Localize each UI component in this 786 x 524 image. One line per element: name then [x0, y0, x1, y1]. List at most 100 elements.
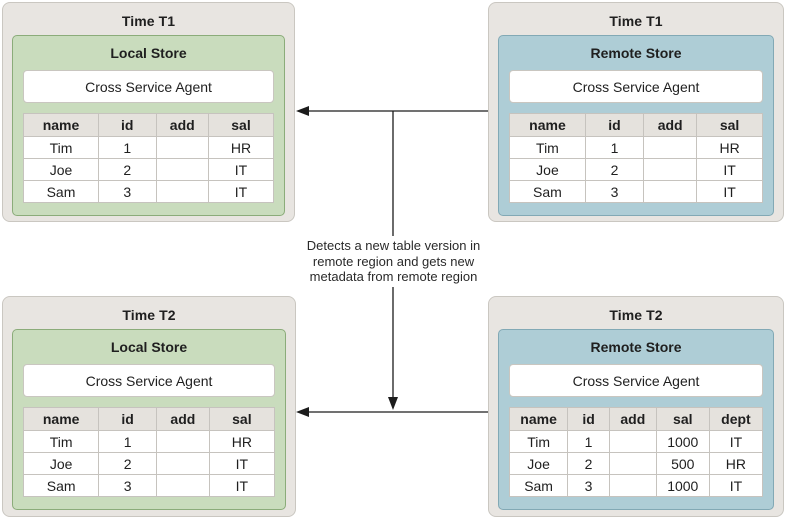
- annotation-line: Detects a new table version in: [306, 238, 481, 253]
- remote-store-box: Remote Store Cross Service Agent name id…: [498, 35, 774, 216]
- store-table: name id add sal Tim 1 HR Joe: [23, 113, 274, 203]
- store-table: name id add sal Tim 1 HR Joe: [22, 407, 276, 497]
- annotation-line: metadata from remote region: [309, 269, 478, 284]
- cell: 1: [98, 430, 158, 453]
- col-header: add: [155, 113, 209, 137]
- cell: [155, 136, 209, 159]
- cell: 2: [567, 452, 610, 475]
- store-title: Local Store: [110, 339, 188, 355]
- cell: [155, 180, 209, 203]
- store-table: name id add sal Tim 1 HR Joe: [509, 113, 763, 203]
- panel-t2-local-store: Time T2 Local Store Cross Service Agent …: [2, 296, 296, 517]
- cell: Joe: [23, 158, 99, 181]
- col-header: add: [643, 113, 698, 137]
- local-store-box: Local Store Cross Service Agent name id …: [12, 35, 285, 216]
- cell: 2: [584, 158, 645, 181]
- annotation-line: remote region and gets new: [312, 253, 475, 269]
- cell: 1: [567, 430, 610, 453]
- remote-store-box: Remote Store Cross Service Agent name id…: [498, 329, 774, 510]
- cell: Sam: [22, 474, 100, 497]
- cell: Tim: [22, 430, 100, 453]
- cell: Tim: [23, 136, 99, 159]
- table-row: Joe 2 500 HR: [508, 452, 764, 475]
- col-header: id: [98, 113, 157, 137]
- t1-left-arrow: [296, 106, 488, 116]
- cross-service-agent-box: Cross Service Agent: [509, 70, 763, 103]
- cell: 2: [98, 452, 158, 475]
- cell: 2: [98, 158, 157, 181]
- col-header: add: [156, 407, 210, 431]
- col-header: add: [608, 407, 657, 431]
- cross-service-agent-box: Cross Service Agent: [23, 70, 274, 103]
- cell: [643, 136, 698, 159]
- cell: 1: [98, 136, 157, 159]
- cell: 3: [584, 180, 645, 203]
- table-row: Sam 3 IT: [22, 474, 276, 497]
- table-row: Tim 1 1000 IT: [508, 430, 764, 453]
- col-header: sal: [208, 113, 274, 137]
- col-header: sal: [208, 407, 276, 431]
- time-label: Time T2: [122, 307, 176, 323]
- annotation-text: Detects a new table version in remote re…: [286, 236, 501, 287]
- cell: IT: [696, 158, 763, 181]
- table-row: Tim 1 HR: [509, 136, 763, 159]
- col-header: dept: [708, 407, 764, 431]
- cell: IT: [696, 180, 763, 203]
- table-row: Sam 3 IT: [23, 180, 274, 203]
- col-header: sal: [655, 407, 710, 431]
- cross-service-agent-box: Cross Service Agent: [509, 364, 763, 397]
- cell: Joe: [509, 158, 586, 181]
- table-row: Sam 3 IT: [509, 180, 763, 203]
- t2-left-arrow: [296, 407, 488, 417]
- table-header-row: name id add sal dept: [508, 407, 764, 431]
- cell: HR: [208, 430, 276, 453]
- cell: IT: [708, 430, 764, 453]
- cell: Sam: [23, 180, 99, 203]
- table-row: Joe 2 IT: [23, 158, 274, 181]
- table-row: Joe 2 IT: [22, 452, 276, 475]
- cell: 3: [98, 474, 158, 497]
- store-title: Remote Store: [590, 339, 682, 355]
- cell: Joe: [22, 452, 100, 475]
- cross-service-agent-box: Cross Service Agent: [23, 364, 275, 397]
- cell: 1000: [655, 430, 710, 453]
- cell: HR: [708, 452, 764, 475]
- cell: IT: [208, 452, 276, 475]
- cell: 3: [98, 180, 157, 203]
- cell: IT: [208, 158, 274, 181]
- cell: [156, 474, 210, 497]
- table-row: Tim 1 HR: [23, 136, 274, 159]
- col-header: id: [584, 113, 645, 137]
- cell: 500: [655, 452, 710, 475]
- col-header: name: [22, 407, 100, 431]
- col-header: name: [23, 113, 99, 137]
- panel-t2-remote-store: Time T2 Remote Store Cross Service Agent…: [488, 296, 784, 517]
- table-row: Sam 3 1000 IT: [508, 474, 764, 497]
- cell: IT: [208, 180, 274, 203]
- cell: 3: [567, 474, 610, 497]
- cell: [643, 180, 698, 203]
- local-store-box: Local Store Cross Service Agent name id …: [12, 329, 286, 510]
- cell: Sam: [508, 474, 569, 497]
- time-label: Time T2: [609, 307, 663, 323]
- table-header-row: name id add sal: [23, 113, 274, 137]
- table-row: Tim 1 HR: [22, 430, 276, 453]
- col-header: name: [508, 407, 569, 431]
- store-title: Local Store: [110, 45, 187, 61]
- cell: [155, 158, 209, 181]
- panel-t1-local-store: Time T1 Local Store Cross Service Agent …: [2, 2, 295, 222]
- col-header: id: [98, 407, 158, 431]
- col-header: id: [567, 407, 610, 431]
- cell: Joe: [508, 452, 569, 475]
- cell: [156, 452, 210, 475]
- time-label: Time T1: [609, 13, 663, 29]
- col-header: name: [509, 113, 586, 137]
- cell: HR: [696, 136, 763, 159]
- col-header: sal: [696, 113, 763, 137]
- cell: [608, 452, 657, 475]
- cell: IT: [708, 474, 764, 497]
- table-row: Joe 2 IT: [509, 158, 763, 181]
- cell: [608, 430, 657, 453]
- time-label: Time T1: [121, 13, 176, 29]
